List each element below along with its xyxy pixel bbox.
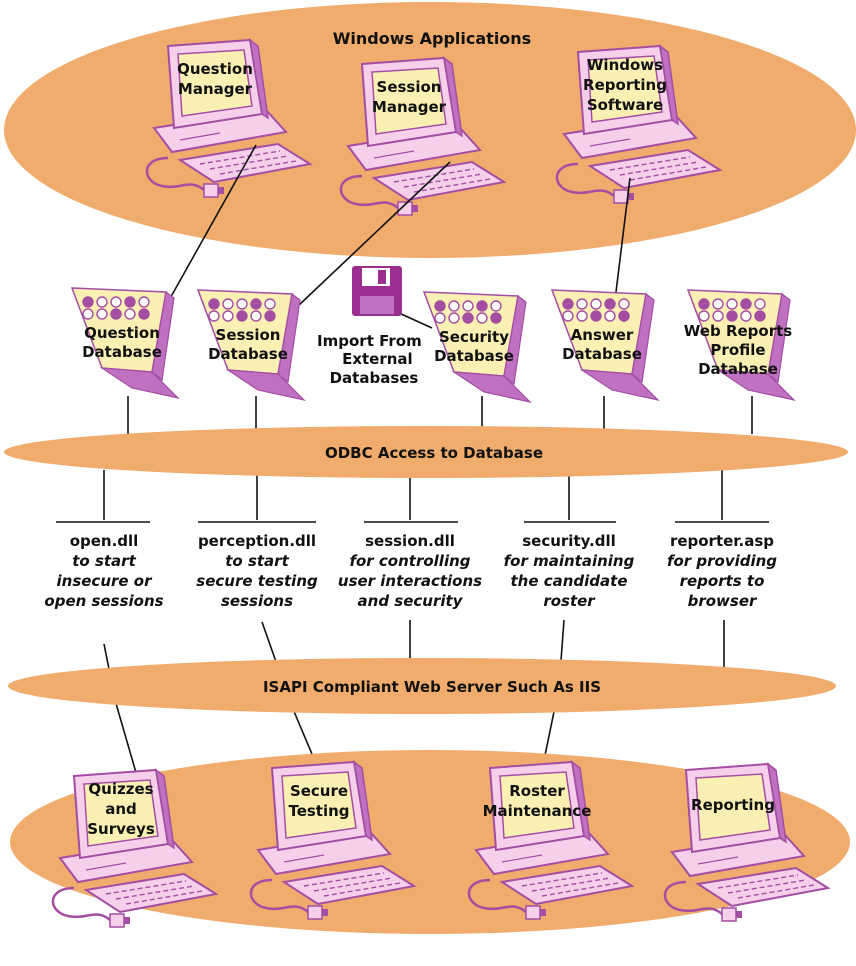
odbc-label: ODBC Access to Database: [325, 444, 543, 462]
windows-applications-title: Windows Applications: [333, 29, 531, 48]
component-name: session.dll: [365, 532, 455, 550]
component-name: reporter.asp: [670, 532, 774, 550]
web-server-ellipse: [8, 658, 836, 714]
connector-lines: [56, 144, 769, 829]
component-name: perception.dll: [198, 532, 316, 550]
import-group: Import From External Databases: [317, 266, 427, 387]
web-server-label: ISAPI Compliant Web Server Such As IIS: [263, 678, 601, 696]
odbc-ellipse: [4, 426, 848, 478]
import-label: Import From External Databases: [317, 332, 427, 387]
floppy-disk-icon: [352, 266, 402, 316]
reporting-computer: Reporting: [663, 762, 831, 922]
component-name: security.dll: [522, 532, 616, 550]
computer-label: Reporting: [691, 796, 775, 814]
component-name: open.dll: [70, 532, 139, 550]
client-applications-ellipse: [10, 750, 850, 934]
